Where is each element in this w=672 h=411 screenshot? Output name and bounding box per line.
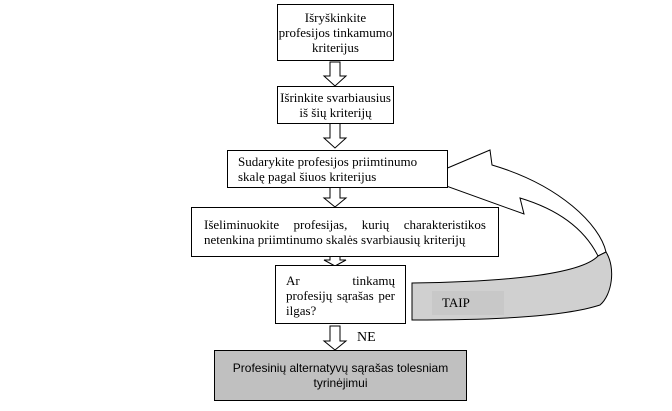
step-text: Išrinkite svarbiausius iš šių kriterijų: [280, 90, 391, 120]
step-eliminate: Išeliminuokite profesijas, kurių charakt…: [191, 207, 499, 257]
step-select-criteria: Išrinkite svarbiausius iš šių kriterijų: [277, 86, 394, 124]
step-build-scale: Sudarykite profesijos priimtinumo skalę …: [227, 150, 448, 188]
step-text: Išryškinkite profesijos tinkamumo kriter…: [278, 10, 393, 55]
decision-list-too-long: Ar tinkamų profesijų sąrašas per ilgas?: [275, 265, 406, 324]
step-text: Išeliminuokite profesijas, kurių charakt…: [204, 217, 486, 247]
down-arrow-1: [322, 61, 348, 87]
result-box: Profesinių alternatyvų sąrašas tolesniam…: [214, 350, 467, 401]
step-identify-criteria: Išryškinkite profesijos tinkamumo kriter…: [277, 4, 394, 61]
step-text: Sudarykite profesijos priimtinumo skalę …: [238, 154, 418, 184]
yes-label: TAIP: [432, 291, 504, 315]
down-arrow-5: [322, 325, 348, 351]
no-label: NE: [357, 330, 376, 345]
result-text: Profesinių alternatyvų sąrašas tolesniam…: [232, 360, 449, 390]
down-arrow-2: [322, 122, 348, 149]
down-arrow-3: [322, 186, 348, 208]
step-text: Ar tinkamų profesijų sąrašas per ilgas?: [286, 273, 395, 318]
